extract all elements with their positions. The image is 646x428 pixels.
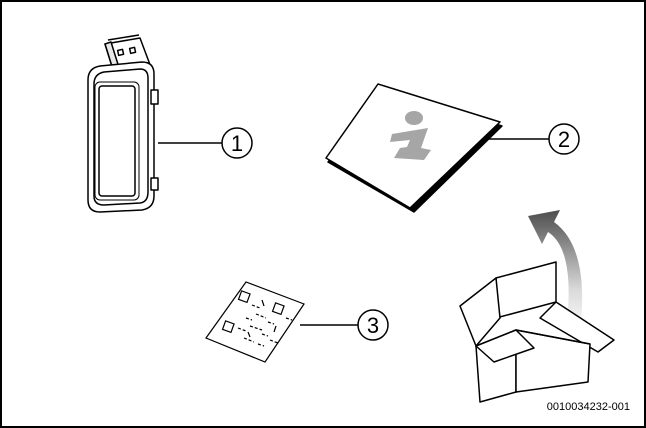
qr-code-sheet-icon	[205, 281, 305, 363]
unpack-arrow-icon	[528, 210, 583, 332]
usb-stick-icon	[87, 34, 159, 213]
callout-1-circle	[221, 127, 253, 159]
callout-1-number: 1	[231, 131, 243, 156]
figure-code: 0010034232-001	[547, 401, 630, 413]
callout-3-circle	[357, 309, 389, 341]
callout-2-circle	[548, 123, 580, 155]
callout-3-number: 3	[367, 313, 379, 338]
callout-2-number: 2	[558, 127, 570, 152]
open-box-icon	[459, 261, 615, 403]
info-glyph	[390, 111, 431, 160]
booklet-info-icon	[325, 83, 503, 213]
